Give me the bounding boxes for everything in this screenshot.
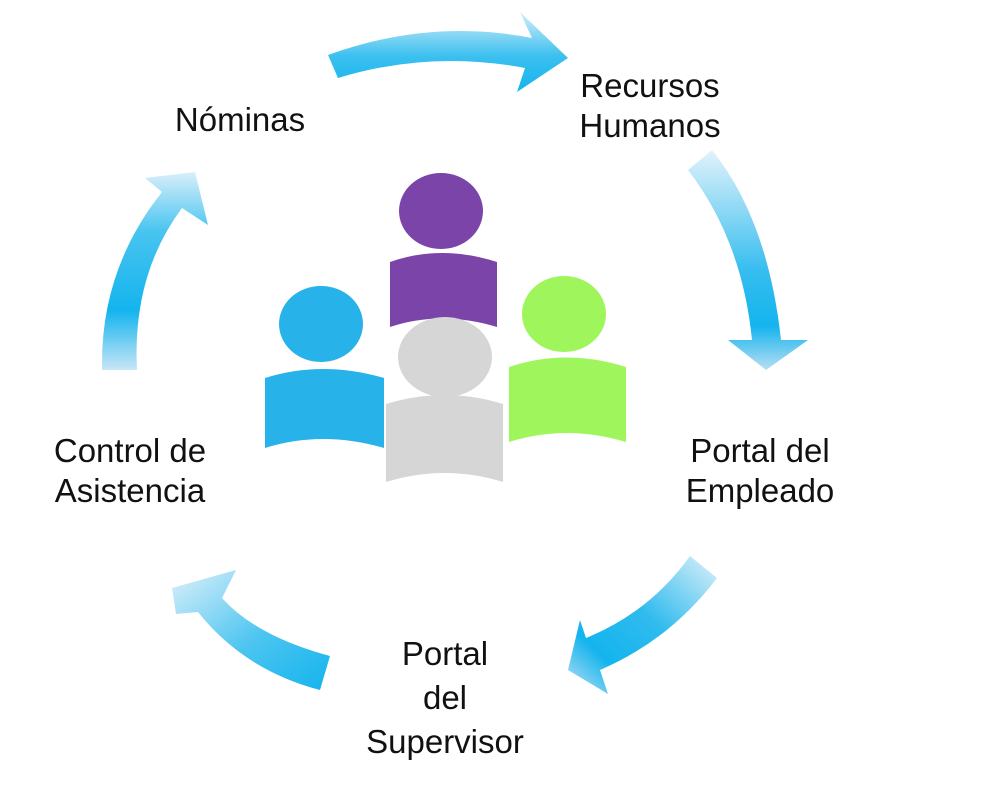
arrow-portal-empleado-to-supervisor: [568, 556, 717, 694]
person-green-icon: [509, 276, 626, 442]
person-purple-icon: [390, 173, 497, 327]
node-portal-supervisor-line-3: Supervisor: [366, 723, 524, 760]
node-rh-line-1: Recursos: [580, 67, 720, 104]
node-portal-empleado: Portal del Empleado: [640, 431, 880, 511]
group-of-people-icon: [265, 173, 626, 482]
arrow-supervisor-to-control: [172, 570, 330, 690]
node-portal-supervisor-line-2: del: [422, 679, 468, 716]
arrow-rh-to-portal-empleado: [688, 150, 808, 370]
node-portal-supervisor: Portal del Supervisor: [330, 632, 560, 764]
node-control-asistencia: Control de Asistencia: [20, 431, 240, 511]
node-portal-empleado-line-1: Portal del: [690, 432, 830, 469]
arrow-nominas-to-rh: [328, 12, 568, 92]
node-control-line-1: Control de: [53, 432, 207, 469]
node-nominas-line-1: Nóminas: [174, 101, 306, 138]
arrow-control-to-nominas: [101, 172, 208, 370]
person-gray-icon: [386, 317, 503, 482]
node-recursos-humanos: Recursos Humanos: [530, 66, 770, 146]
node-rh-line-2: Humanos: [579, 107, 721, 144]
node-nominas: Nóminas: [140, 100, 340, 140]
node-portal-supervisor-line-1: Portal: [401, 635, 489, 672]
node-control-line-2: Asistencia: [54, 472, 206, 509]
node-portal-empleado-line-2: Empleado: [685, 472, 835, 509]
person-blue-icon: [265, 286, 384, 448]
